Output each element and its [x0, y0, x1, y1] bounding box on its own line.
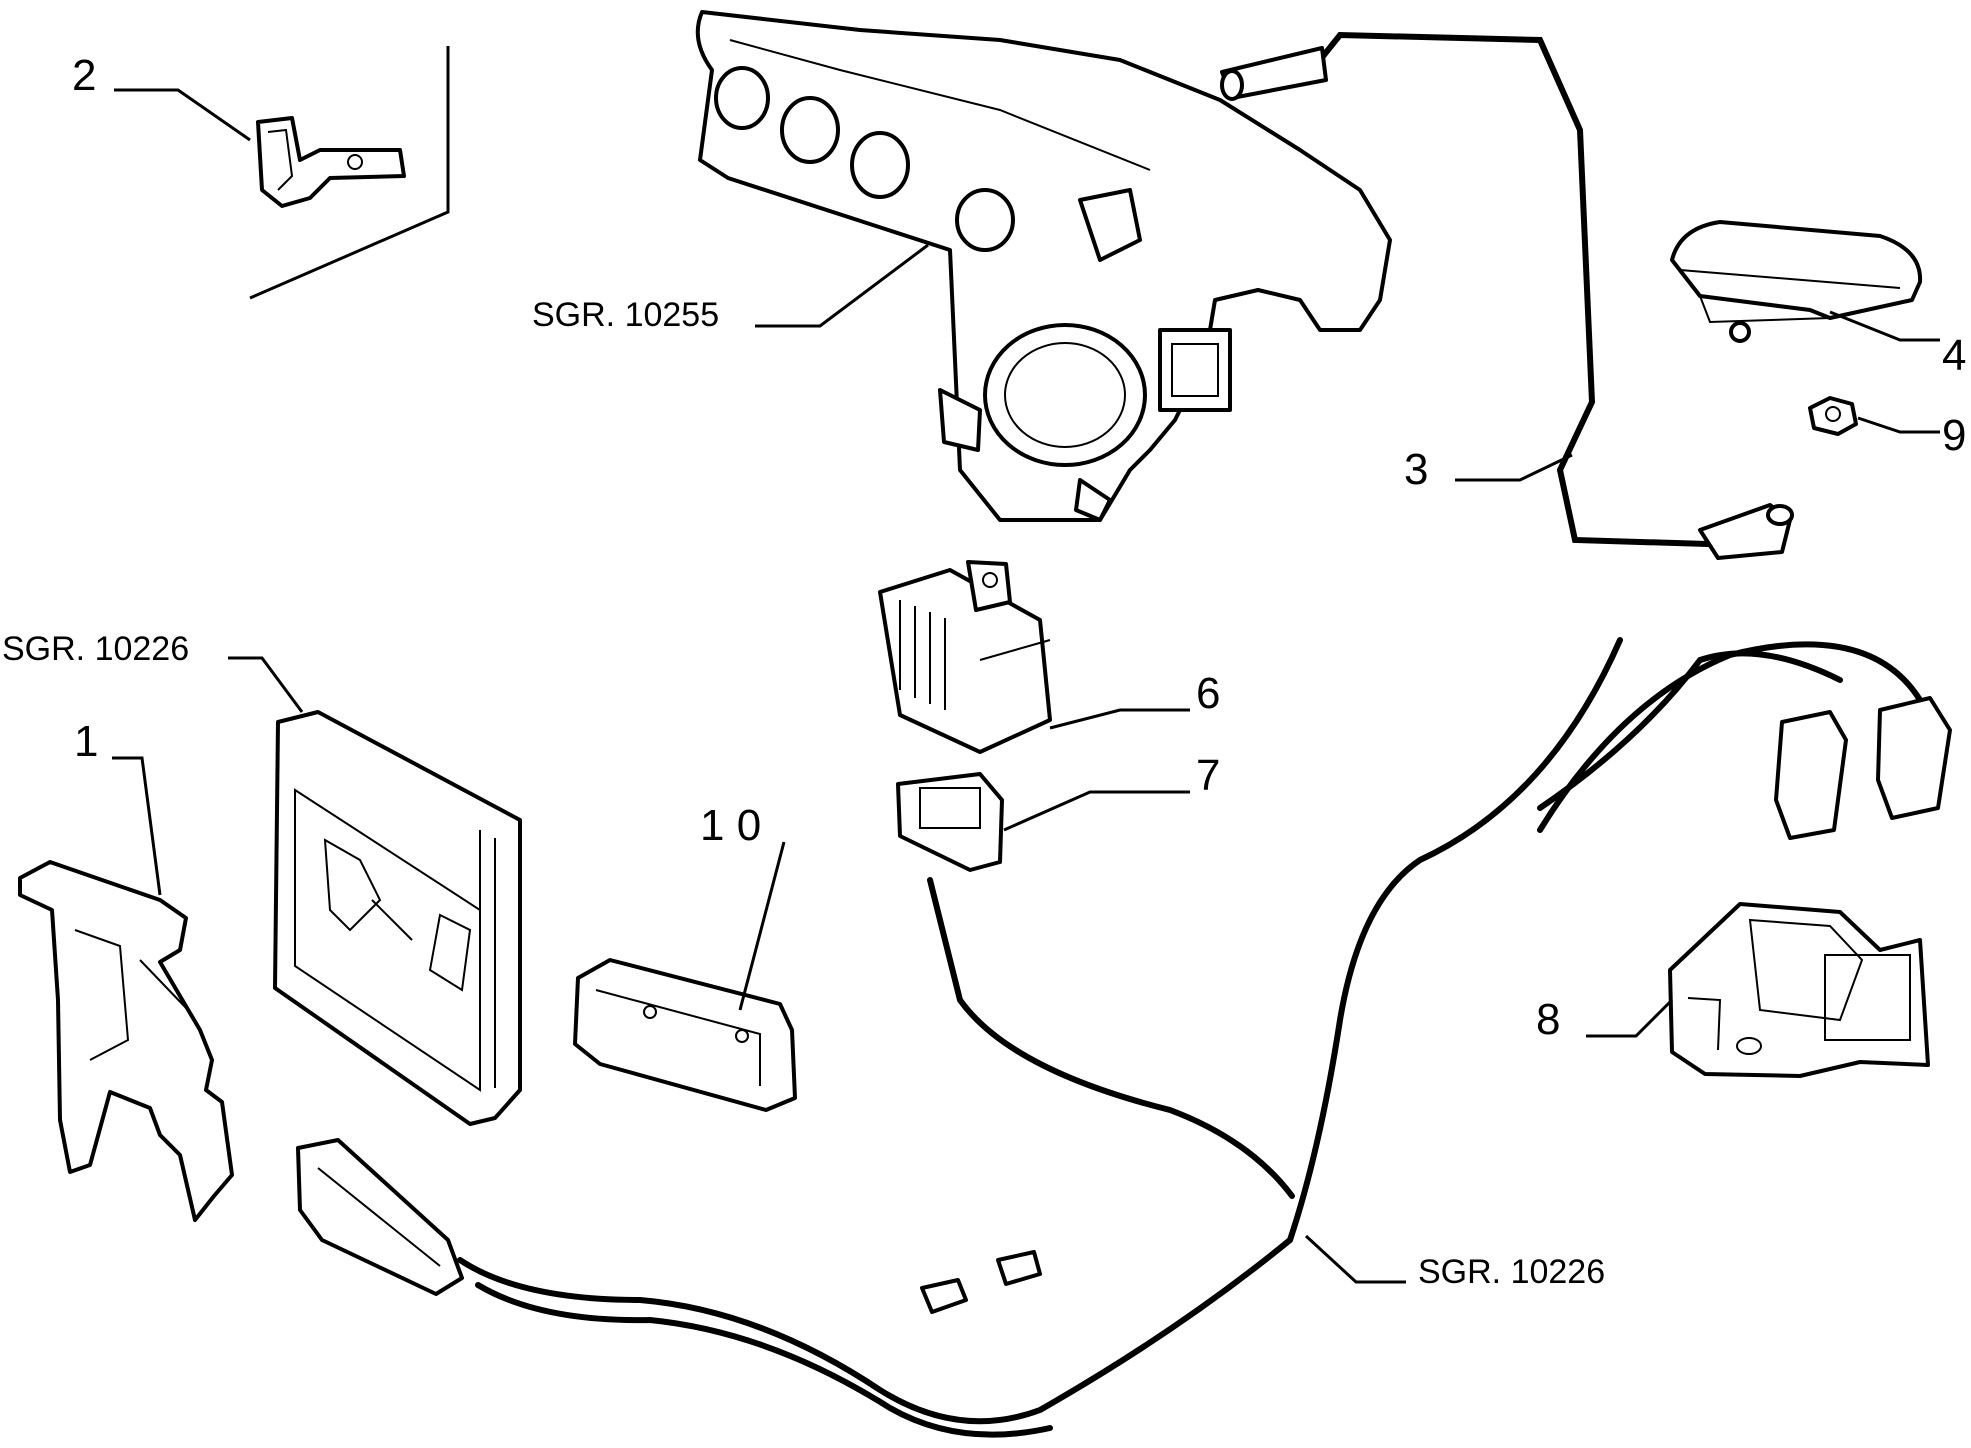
part-8-module: [1668, 902, 1930, 1078]
callout-4: 4: [1942, 331, 1966, 380]
leader-7: [1003, 790, 1190, 832]
part-9-nut: [1808, 396, 1858, 436]
callout-6: 6: [1196, 669, 1220, 718]
callout-9: 9: [1942, 411, 1966, 460]
part-4-cover: [1670, 220, 1923, 343]
intake-manifold-throttle-body: [695, 10, 1392, 522]
part-7-connector: [896, 772, 1004, 872]
callout-1: 1: [74, 717, 98, 766]
callout-2: 2: [72, 51, 96, 100]
ecu-module: [273, 710, 522, 1126]
leader-1: [112, 756, 162, 896]
leader-9: [1857, 416, 1940, 434]
part-2-inset-border: [249, 46, 450, 300]
reference-sgr-10255: SGR. 10255: [532, 296, 719, 334]
wiring-harness: [296, 637, 1952, 1438]
leader-4: [1829, 310, 1940, 342]
callout-7: 7: [1196, 751, 1220, 800]
leader-10: [738, 841, 786, 1011]
part-10-tray: [573, 958, 797, 1112]
part-6-relay: [878, 560, 1052, 754]
leader-8: [1586, 998, 1674, 1038]
callout-3: 3: [1404, 445, 1428, 494]
part-2-clip: [256, 116, 406, 208]
leader-sgr-10255: [755, 243, 929, 328]
leader-sgr-10226-ecu: [228, 656, 304, 713]
reference-sgr-10226-harness: SGR. 10226: [1418, 1253, 1605, 1291]
part-3-tube: [1220, 31, 1794, 560]
leader-3: [1455, 453, 1573, 482]
callout-8: 8: [1536, 995, 1560, 1044]
reference-sgr-10226-ecu: SGR. 10226: [2, 630, 189, 668]
leader-sgr-10226-harness: [1304, 1234, 1406, 1284]
leader-2: [114, 88, 251, 142]
part-1-bracket: [18, 860, 234, 1222]
callout-10: 1 0: [700, 801, 761, 850]
leader-6: [1049, 708, 1190, 730]
